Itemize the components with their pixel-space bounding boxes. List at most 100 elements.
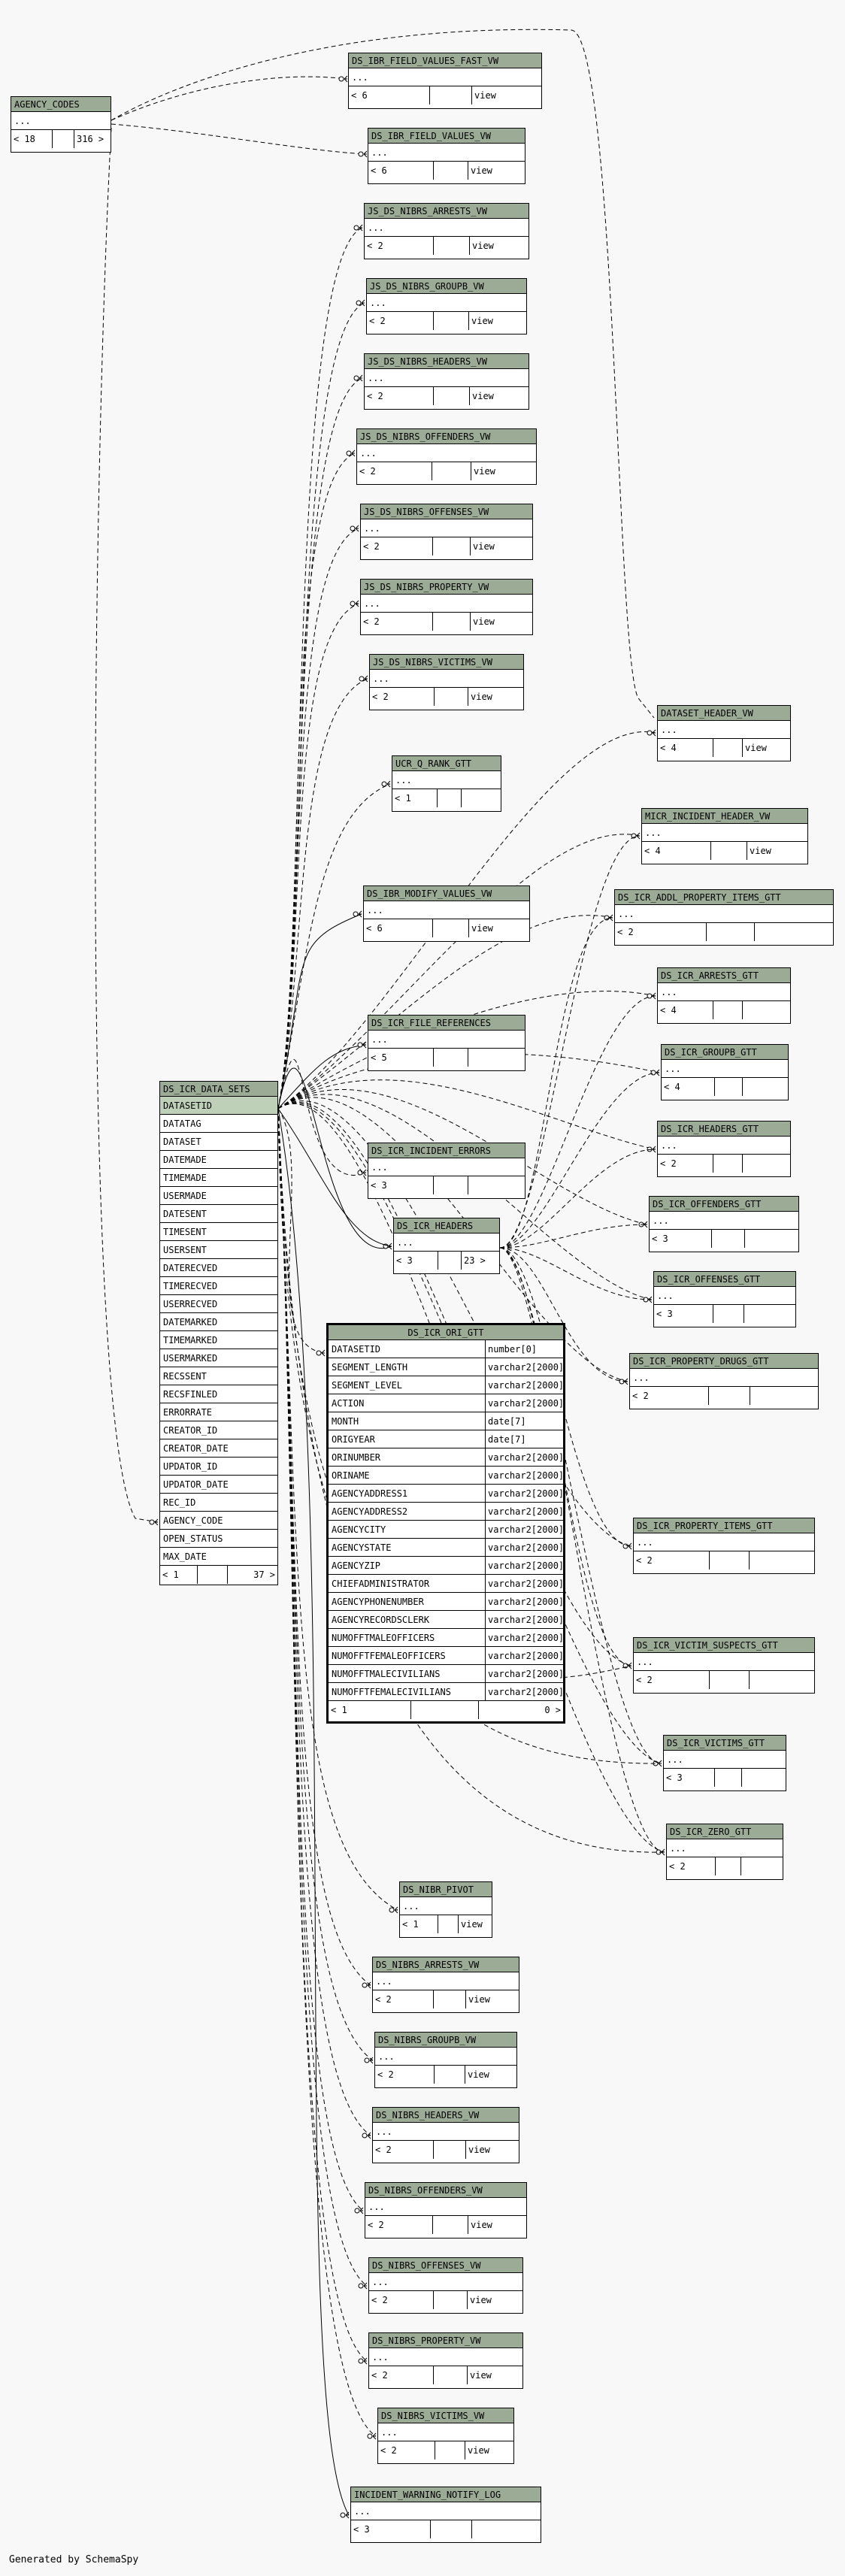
table-title: JS_DS_NIBRS_VICTIMS_VW	[370, 655, 523, 670]
table-title: AGENCY_CODES	[11, 97, 111, 112]
table-ds-icr-victim-suspects-gtt[interactable]: DS_ICR_VICTIM_SUSPECTS_GTT...< 2	[633, 1637, 815, 1694]
table-ds-icr-file-references[interactable]: DS_ICR_FILE_REFERENCES...< 5	[368, 1015, 525, 1071]
crowfoot-marker	[358, 2282, 368, 2290]
table-title: DS_NIBRS_PROPERTY_VW	[369, 2333, 522, 2348]
row-count: view	[471, 165, 492, 176]
ellipsis-row: ...	[394, 1234, 499, 1252]
relationship-line	[111, 29, 655, 719]
children-count	[438, 789, 462, 807]
parents-count: < 2	[373, 1990, 434, 2008]
table-footer: < 2	[658, 1155, 790, 1173]
ellipsis-row: ...	[667, 1839, 783, 1857]
column-row: UPDATOR_ID	[160, 1458, 277, 1476]
table-ds-icr-offenses-gtt[interactable]: DS_ICR_OFFENSES_GTT...< 3	[653, 1271, 796, 1327]
column-row: DATEMARKED	[160, 1313, 277, 1331]
column-row: UPDATOR_DATE	[160, 1476, 277, 1494]
table-footer: < 2	[634, 1671, 814, 1689]
table-title: DS_ICR_VICTIM_SUSPECTS_GTT	[634, 1638, 814, 1653]
column-row: DATESENT	[160, 1205, 277, 1223]
relationship-line	[111, 76, 347, 121]
ellipsis-row: ...	[361, 595, 532, 613]
row-count: view	[470, 2370, 492, 2381]
table-footer: < 3	[368, 1176, 525, 1194]
children-count	[431, 2520, 472, 2538]
relationship-line	[277, 731, 656, 1109]
row-count: view	[470, 2295, 492, 2305]
column-name: ORINAME	[329, 1467, 486, 1484]
relationship-line	[277, 1067, 392, 1249]
table-title: JS_DS_NIBRS_HEADERS_VW	[365, 354, 529, 369]
table-title: DS_NIBRS_ARRESTS_VW	[373, 1957, 519, 1972]
table-ds-icr-headers-gtt[interactable]: DS_ICR_HEADERS_GTT...< 2	[657, 1121, 791, 1177]
ellipsis-row: ...	[658, 1137, 790, 1155]
table-title: DS_ICR_FILE_REFERENCES	[368, 1016, 525, 1031]
table-ds-icr-property-items-gtt[interactable]: DS_ICR_PROPERTY_ITEMS_GTT...< 2	[633, 1518, 815, 1574]
children-count	[438, 1915, 459, 1933]
table-title: DS_ICR_PROPERTY_ITEMS_GTT	[634, 1518, 814, 1533]
ellipsis-row: ...	[392, 771, 501, 789]
table-title: DS_IBR_MODIFY_VALUES_VW	[364, 886, 529, 901]
relationship-line	[277, 1097, 628, 1382]
table-footer: < 2	[667, 1857, 783, 1875]
table-ds-icr-victims-gtt[interactable]: DS_ICR_VICTIMS_GTT...< 3	[663, 1735, 786, 1791]
crowfoot-marker	[149, 1518, 159, 1526]
generated-by-footer: Generated by SchemaSpy	[9, 2554, 139, 2565]
crowfoot-marker	[350, 525, 359, 532]
row-count	[750, 1387, 818, 1405]
table-ds-icr-incident-errors[interactable]: DS_ICR_INCIDENT_ERRORS...< 3	[368, 1143, 525, 1199]
table-ds-icr-addl-property-items-gtt[interactable]: DS_ICR_ADDL_PROPERTY_ITEMS_GTT...< 2	[614, 889, 834, 946]
ellipsis-row: ...	[368, 1158, 525, 1176]
table-ds-icr-property-drugs-gtt[interactable]: DS_ICR_PROPERTY_DRUGS_GTT...< 2	[629, 1353, 819, 1409]
relationship-line	[277, 1108, 392, 1247]
table-ucr-q-rank-gtt[interactable]: UCR_Q_RANK_GTT...< 1	[392, 755, 501, 812]
table-ds-icr-groupb-gtt[interactable]: DS_ICR_GROUPB_GTT...< 4	[661, 1044, 789, 1100]
children-count	[432, 462, 471, 480]
parents-count: < 3	[650, 1230, 712, 1248]
table-incident-warning-notify-log[interactable]: INCIDENT_WARNING_NOTIFY_LOG...< 3	[350, 2487, 541, 2543]
table-footer: < 2	[630, 1387, 818, 1405]
column-type: date[7]	[488, 1416, 526, 1427]
children-count	[713, 1001, 743, 1019]
ellipsis-row: ...	[369, 2273, 522, 2291]
row-count	[750, 1671, 814, 1689]
parents-count: < 1	[329, 1701, 411, 1719]
children-count	[434, 2141, 466, 2159]
parents-count: < 2	[361, 537, 433, 555]
table-ds-icr-zero-gtt[interactable]: DS_ICR_ZERO_GTT...< 2	[666, 1824, 783, 1880]
table-ds-icr-arrests-gtt[interactable]: DS_ICR_ARRESTS_GTT...< 4	[657, 967, 791, 1024]
column-row: OPEN_STATUS	[160, 1530, 277, 1548]
children-count	[715, 1769, 742, 1787]
table-ds-icr-offenders-gtt[interactable]: DS_ICR_OFFENDERS_GTT...< 3	[649, 1196, 799, 1252]
